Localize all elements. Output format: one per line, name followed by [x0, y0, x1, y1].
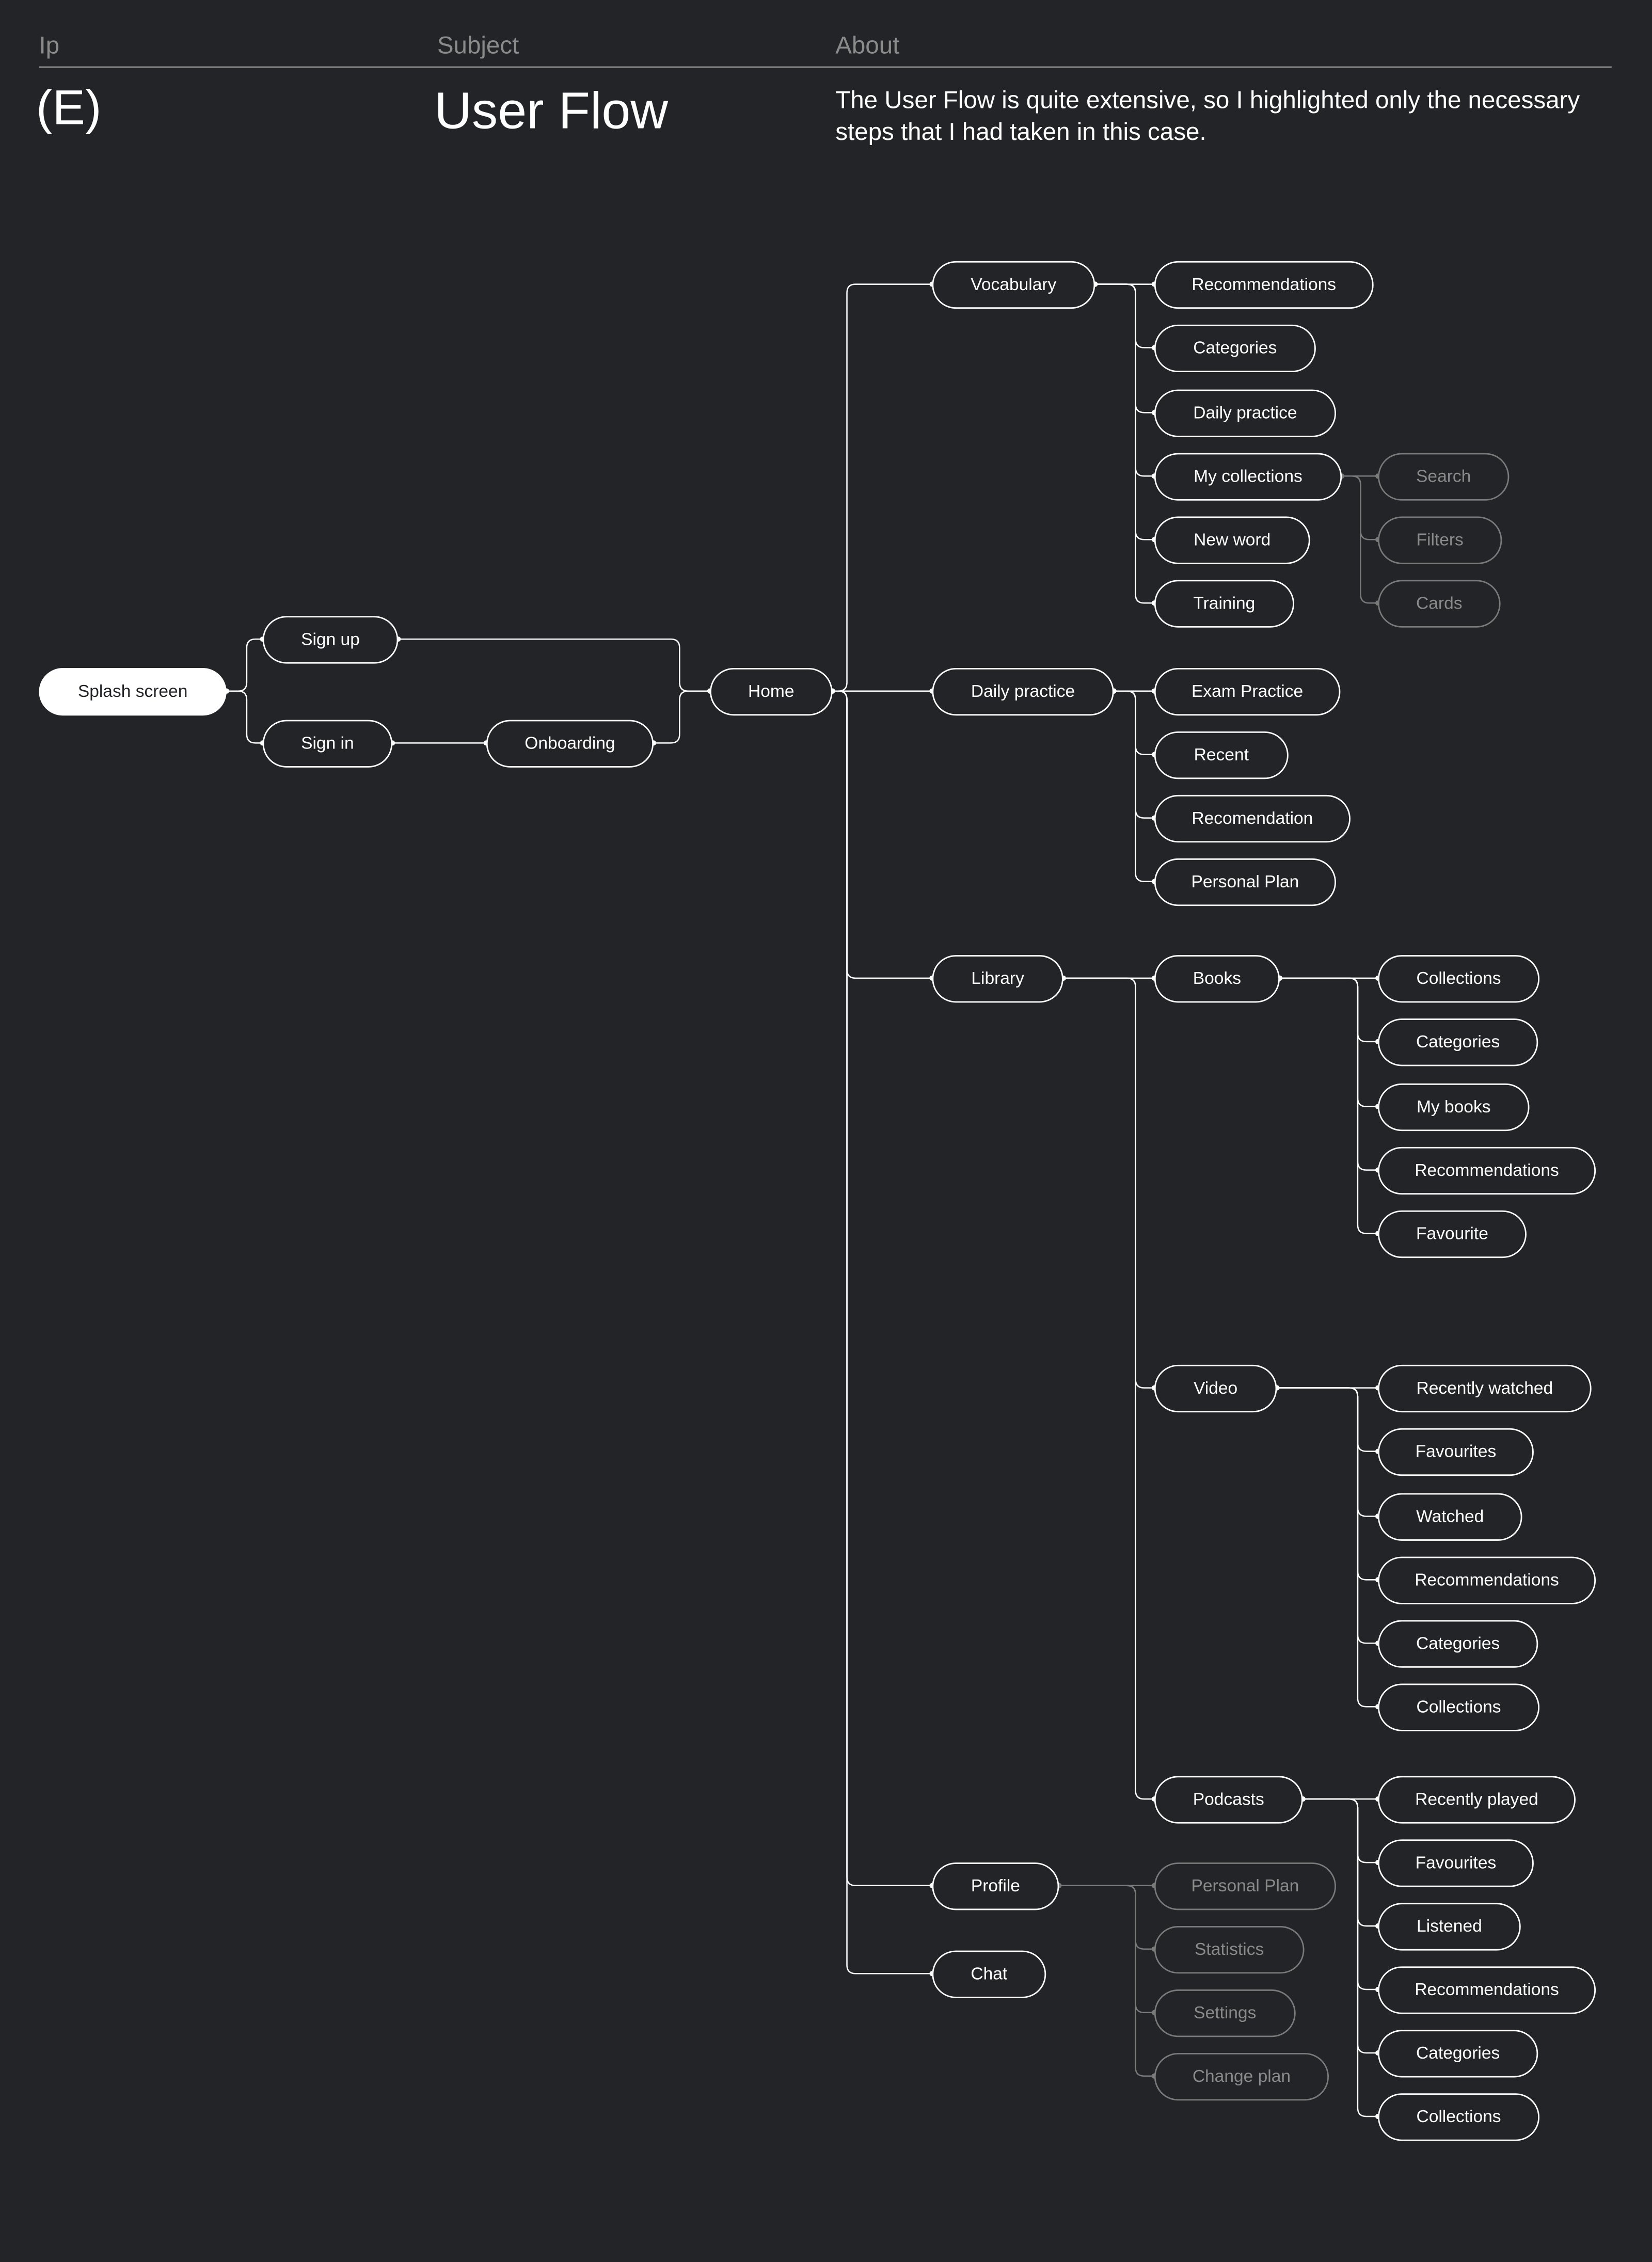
connector-library-podcasts	[1063, 977, 1154, 1800]
flow-node-d-plan[interactable]: Personal Plan	[1154, 857, 1336, 905]
connector-books-b_cat	[1279, 977, 1378, 1043]
connector-vocab-v_cat	[1095, 283, 1154, 348]
flow-node-b-coll[interactable]: Collections	[1378, 954, 1540, 1002]
flow-node-podcasts[interactable]: Podcasts	[1154, 1775, 1303, 1823]
flow-node-p-cat[interactable]: Categories	[1378, 2029, 1538, 2077]
flow-node-vi-recent[interactable]: Recently watched	[1378, 1364, 1592, 1412]
flow-node-v-rec[interactable]: Recommendations	[1154, 260, 1374, 308]
flow-node-b-cat[interactable]: Categories	[1378, 1017, 1538, 1065]
connector-onboarding-home	[654, 690, 710, 744]
flow-node-vi-coll[interactable]: Collections	[1378, 1683, 1540, 1731]
flow-node-profile[interactable]: Profile	[932, 1861, 1059, 1909]
flow-node-mc-filters[interactable]: Filters	[1378, 516, 1502, 564]
connector-video-vi_coll	[1277, 1387, 1378, 1708]
flow-node-pr-settings[interactable]: Settings	[1154, 1988, 1296, 2036]
connector-v_mycoll-mc_filters	[1342, 475, 1378, 540]
connector-profile-pr_change	[1059, 1885, 1154, 2077]
connector-vocab-v_mycoll	[1095, 283, 1154, 477]
flow-node-pr-stats[interactable]: Statistics	[1154, 1925, 1305, 1973]
connector-splash-signup	[226, 638, 263, 692]
connector-books-b_rec	[1279, 977, 1378, 1171]
flow-node-vi-rec[interactable]: Recommendations	[1378, 1556, 1596, 1604]
flow-node-library[interactable]: Library	[932, 954, 1063, 1002]
flow-node-home[interactable]: Home	[710, 667, 833, 715]
flow-node-v-mycoll[interactable]: My collections	[1154, 452, 1342, 500]
header-divider	[39, 66, 1612, 68]
flow-node-v-new[interactable]: New word	[1154, 516, 1310, 564]
flow-node-mc-search[interactable]: Search	[1378, 452, 1510, 500]
flow-node-vocab[interactable]: Vocabulary	[932, 260, 1095, 308]
flow-node-mc-cards[interactable]: Cards	[1378, 579, 1501, 627]
connector-books-b_my	[1279, 977, 1378, 1107]
flow-node-p-coll[interactable]: Collections	[1378, 2092, 1540, 2141]
connector-home-vocab	[832, 283, 932, 692]
connector-v_mycoll-mc_cards	[1342, 475, 1378, 604]
page-title: User Flow	[434, 81, 669, 140]
connector-video-vi_fav	[1277, 1387, 1378, 1452]
flow-node-v-daily[interactable]: Daily practice	[1154, 389, 1336, 437]
flow-node-vi-fav[interactable]: Favourites	[1378, 1427, 1534, 1475]
connector-books-b_fav	[1279, 977, 1378, 1234]
connector-splash-signin	[226, 690, 263, 744]
flow-node-b-rec[interactable]: Recommendations	[1378, 1146, 1596, 1194]
connector-profile-pr_stats	[1059, 1885, 1154, 1950]
connector-library-video	[1063, 977, 1154, 1389]
flow-node-onboarding[interactable]: Onboarding	[486, 719, 654, 767]
ip-column-label: Ip	[39, 31, 60, 59]
connector-home-chat	[832, 690, 932, 1974]
flow-node-d-recent[interactable]: Recent	[1154, 730, 1289, 778]
flow-node-p-rec[interactable]: Recommendations	[1378, 1965, 1596, 2014]
flow-node-books[interactable]: Books	[1154, 954, 1280, 1002]
flow-node-v-cat[interactable]: Categories	[1154, 324, 1316, 372]
connector-signup-home	[398, 638, 710, 692]
flow-node-v-train[interactable]: Training	[1154, 579, 1294, 627]
about-column-label: About	[835, 31, 900, 59]
flow-node-d-recom[interactable]: Recomendation	[1154, 794, 1351, 842]
flow-node-vi-cat[interactable]: Categories	[1378, 1619, 1538, 1667]
flow-node-video[interactable]: Video	[1154, 1364, 1277, 1412]
connector-podcasts-p_fav	[1302, 1798, 1378, 1863]
flow-node-b-fav[interactable]: Favourite	[1378, 1209, 1527, 1257]
flow-node-daily[interactable]: Daily practice	[932, 667, 1114, 715]
flow-node-p-fav[interactable]: Favourites	[1378, 1838, 1534, 1887]
connector-vocab-v_new	[1095, 283, 1154, 540]
flow-node-pr-plan[interactable]: Personal Plan	[1154, 1861, 1336, 1909]
connector-video-vi_rec	[1277, 1387, 1378, 1581]
flow-node-chat[interactable]: Chat	[932, 1950, 1046, 1998]
connector-daily-d_plan	[1114, 690, 1154, 882]
flow-node-d-exam[interactable]: Exam Practice	[1154, 667, 1341, 715]
flow-node-b-my[interactable]: My books	[1378, 1082, 1530, 1130]
section-code: (E)	[36, 81, 102, 136]
flow-node-pr-change[interactable]: Change plan	[1154, 2052, 1329, 2100]
connector-vocab-v_daily	[1095, 283, 1154, 413]
flow-node-vi-watched[interactable]: Watched	[1378, 1492, 1522, 1540]
connector-video-vi_watched	[1277, 1387, 1378, 1517]
about-text: The User Flow is quite extensive, so I h…	[835, 86, 1580, 146]
flow-node-p-recent[interactable]: Recently played	[1378, 1775, 1576, 1823]
flow-node-p-listened[interactable]: Listened	[1378, 1902, 1521, 1950]
flow-node-signin[interactable]: Sign in	[262, 719, 393, 767]
flow-node-splash[interactable]: Splash screen	[39, 667, 227, 715]
flow-node-signup[interactable]: Sign up	[262, 615, 399, 663]
connector-daily-d_recent	[1114, 690, 1154, 755]
subject-column-label: Subject	[437, 31, 519, 59]
connector-podcasts-p_coll	[1302, 1798, 1378, 2117]
connector-vocab-v_train	[1095, 283, 1154, 604]
